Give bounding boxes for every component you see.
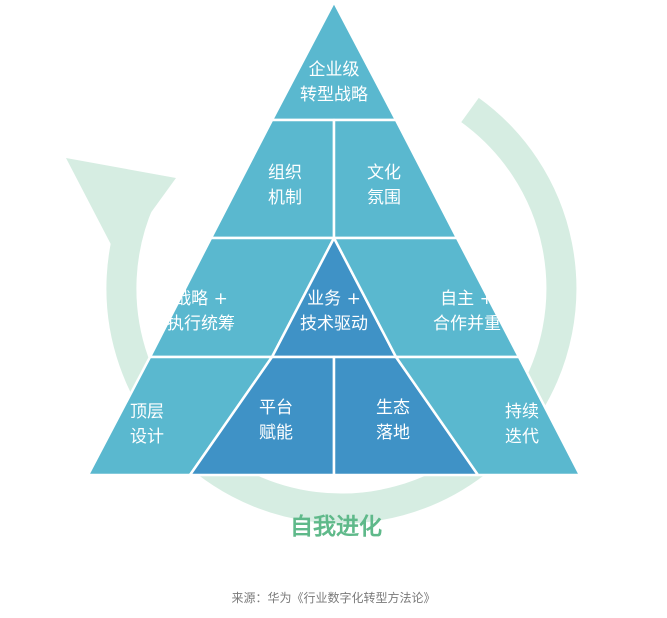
row3-center-line1: 业务 + — [307, 289, 361, 309]
pyramid-labels: 企业级 转型战略 组织 机制 文化 氛围 战略 + 执行统筹 业务 + 技术驱动… — [130, 60, 539, 447]
row4-far-left-line2: 设计 — [130, 427, 164, 447]
cycle-label: 自我进化 — [290, 513, 382, 540]
row2-right-line2: 氛围 — [367, 188, 401, 208]
top-label-line1: 企业级 — [309, 60, 360, 80]
row4-far-right-line2: 迭代 — [505, 427, 539, 447]
row2-right-line1: 文化 — [367, 163, 401, 183]
self-evolution-cycle — [66, 97, 577, 524]
cell-row4-far-right — [394, 355, 582, 477]
row4-inner-right-line2: 落地 — [376, 423, 410, 443]
row4-inner-left-line1: 平台 — [259, 398, 293, 418]
row3-center-line2: 技术驱动 — [300, 314, 368, 334]
cycle-ring — [106, 97, 577, 524]
row3-left-line2: 执行统筹 — [167, 314, 235, 334]
row4-far-right-line1: 持续 — [505, 402, 539, 422]
source-caption: 来源：华为《行业数字化转型方法论》 — [231, 591, 436, 605]
row3-right-line2: 合作并重 — [433, 314, 501, 334]
cycle-arrowhead — [66, 158, 176, 258]
row4-far-left-line1: 顶层 — [130, 402, 164, 422]
pyramid — [86, 0, 582, 477]
row3-right-line1: 自主 + — [440, 289, 494, 309]
row4-inner-left-line2: 赋能 — [259, 423, 293, 443]
row3-left-line1: 战略 + — [174, 289, 228, 309]
top-label-line2: 转型战略 — [300, 85, 368, 105]
row4-inner-right-line1: 生态 — [376, 398, 410, 418]
row2-left-line2: 机制 — [268, 188, 302, 208]
row2-left-line1: 组织 — [268, 163, 302, 183]
